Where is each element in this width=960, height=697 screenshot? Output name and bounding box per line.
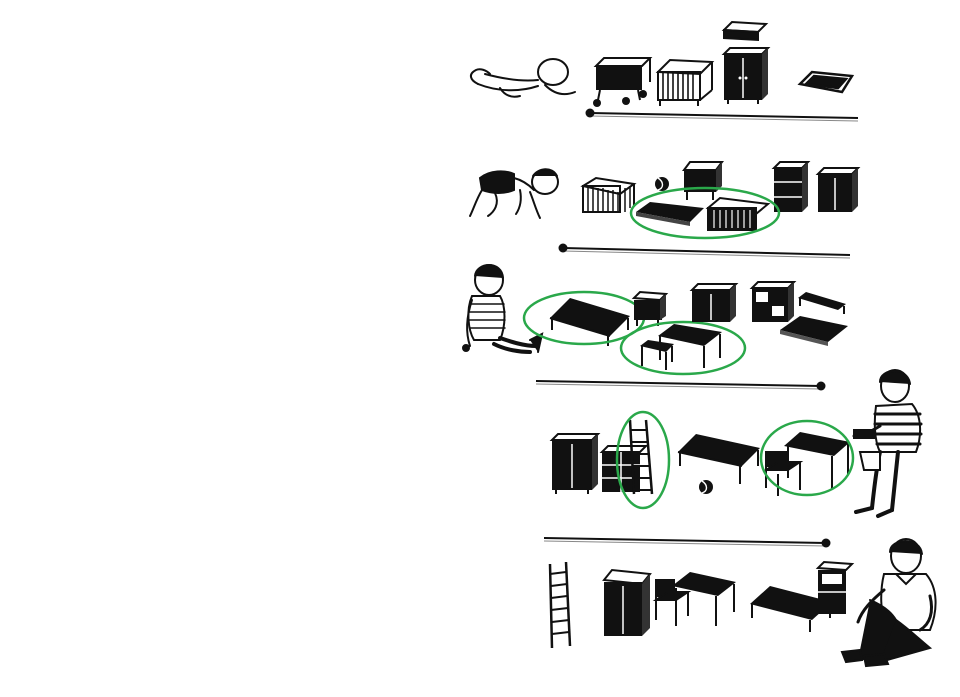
playpen-icon [580,176,637,213]
wardrobe-icon [721,47,771,104]
crib-side-icon [705,196,771,231]
timeline-line-4 [543,537,831,548]
shelf-unit-icon [815,560,855,614]
highlight-ring [759,419,855,497]
boy-sitting-icon [852,369,923,518]
low-table-icon [658,324,722,368]
highlight-ring [615,410,671,510]
low-bed-icon [549,298,630,346]
wardrobe-icon [549,433,601,494]
changing-tray-icon [721,20,769,42]
playpen-icon [655,58,715,106]
wall-ladder-icon [548,561,572,649]
desk-icon [672,572,736,626]
stage-teenager [548,538,937,668]
teen-sitting-icon [840,538,937,668]
nightstand-icon [631,290,669,326]
wardrobe-icon [689,283,739,322]
highlight-ring [619,320,747,376]
bassinet-on-wheels-icon [593,57,653,107]
stool-icon [640,340,674,370]
ball-icon [655,177,669,191]
stage-crawler [469,161,861,259]
wardrobe-icon [815,167,861,212]
stage-schoolchild [543,369,923,548]
nightstand-icon [682,161,724,200]
chair-icon [762,451,804,496]
bath-tub-icon [797,70,855,94]
wall-ladder-icon [628,419,654,495]
shelf-unit-icon [771,161,811,212]
child-crawling-icon [469,168,559,219]
bed-icon [677,434,760,484]
shelf-unit-icon [599,445,649,492]
timeline-line-3 [535,380,826,391]
wardrobe-icon [602,568,652,636]
highlight-ring [629,186,781,240]
bench-icon [780,316,848,346]
bed-board-icon [798,292,846,314]
crib-mattress-icon [636,202,704,226]
stage-toddler [462,264,848,391]
ball-icon [699,480,713,494]
shelf-unit-icon [749,281,797,322]
timeline-line-2 [558,243,851,259]
child-sitting-icon [462,264,544,354]
baby-lying-icon [470,58,576,98]
timeline-line-1 [585,108,859,122]
stage-infant [470,20,859,122]
chair-icon [652,579,692,626]
